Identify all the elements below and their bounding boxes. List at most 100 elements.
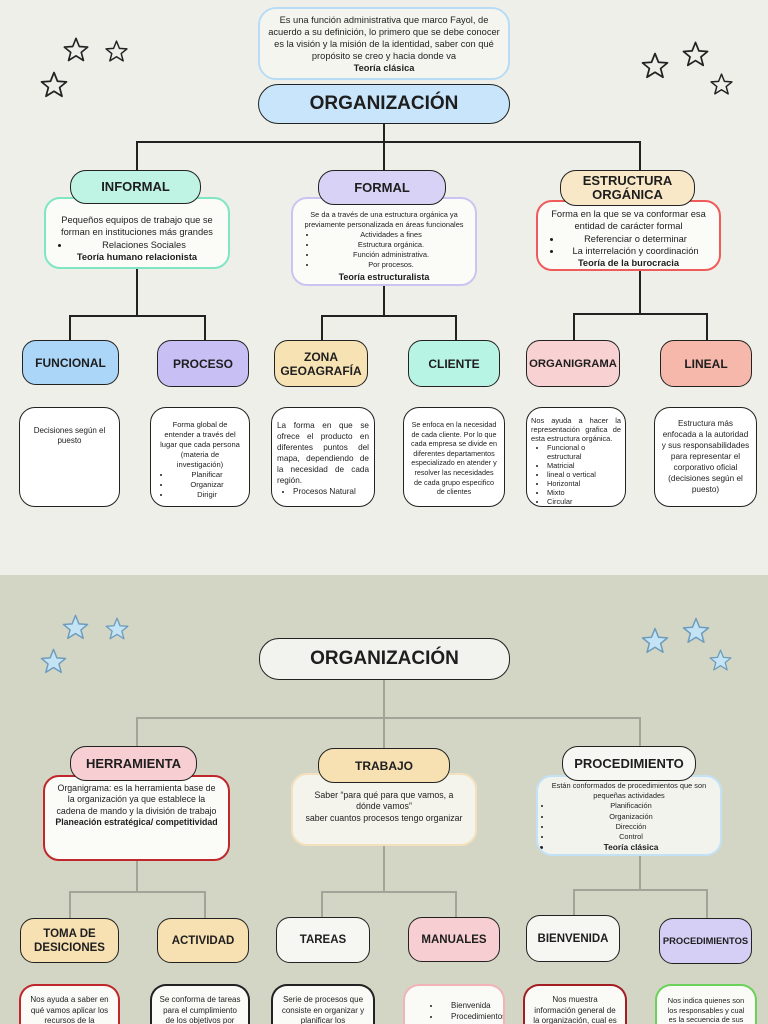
star-blue-icon: [40, 648, 67, 674]
intro-theory: Teoría clásica: [353, 63, 415, 73]
manuales-bullets: Bienvenida Procedimientos: [411, 995, 503, 1023]
star-outline-icon: [63, 37, 89, 62]
connector-line: [639, 270, 641, 314]
actividad-description-box: Se conforma de tareas para el cumplimien…: [150, 984, 250, 1024]
zona-description-box: La forma en que se ofrece el producto en…: [271, 407, 375, 507]
connector-line: [383, 845, 385, 892]
connector-line: [455, 891, 457, 918]
connector-line: [383, 124, 385, 142]
list-item: Por procesos.: [317, 260, 465, 270]
connector-line: [136, 141, 138, 171]
herramienta-bold: Planeación estratégica/ competitividad: [55, 817, 218, 828]
trabajo-text: Saber “para qué para que vamos, a dónde …: [314, 790, 454, 812]
procedimiento-description-box: Están conformados de procedimientos que …: [536, 775, 722, 856]
list-item: Función administrativa.: [317, 250, 465, 260]
star-blue-icon: [682, 617, 710, 643]
informal-description-box: Pequeños equipos de trabajo que se forma…: [44, 197, 230, 269]
lineal-description-box: Estructura más enfocada a la autoridad y…: [654, 407, 757, 507]
star-blue-icon: [62, 614, 89, 640]
connector-line: [136, 268, 138, 317]
list-item: Planificar: [171, 470, 243, 480]
connector-line: [383, 717, 385, 749]
herramienta-description-box: Organigrama: es la herramienta base de l…: [43, 775, 230, 861]
list-item: Dirigir: [171, 490, 243, 500]
manuales-description-box: Bienvenida Procedimientos: [403, 984, 505, 1024]
organigrama-text: Nos ayuda a hacer la representación graf…: [531, 416, 621, 443]
connector-line: [136, 717, 138, 747]
star-outline-icon: [682, 41, 709, 67]
estructura-theory: Teoría de la burocracia: [577, 258, 680, 269]
herramienta-text: Organigrama: es la herramienta base de l…: [56, 783, 217, 816]
informal-theory: Teoría humano relacionista: [76, 251, 198, 262]
connector-line: [639, 141, 641, 171]
node-herramienta: HERRAMIENTA: [70, 746, 197, 781]
connector-line: [455, 315, 457, 341]
list-item: Horizontal: [547, 479, 621, 488]
proceso-description-box: Forma global de entender a través del lu…: [150, 407, 250, 507]
node-cliente: CLIENTE: [408, 340, 500, 387]
cliente-text: Se enfoca en la necesidad de cada client…: [411, 420, 497, 497]
intro-definition-box: Es una función administrativa que marco …: [258, 7, 510, 80]
procedimiento-bullets: Planificación Organización Dirección Con…: [548, 801, 710, 852]
list-item: Estructura orgánica.: [317, 240, 465, 250]
trabajo-text-2: saber cuantos procesos tengo organizar: [305, 812, 463, 823]
bienvenida-text: Nos muestra información general de la or…: [533, 995, 617, 1024]
zona-text: La forma en que se ofrece el producto en…: [277, 421, 369, 485]
estructura-description-box: Forma en la que se va conformar esa enti…: [536, 200, 721, 271]
connector-line: [383, 285, 385, 316]
star-blue-icon: [709, 649, 732, 671]
list-item: Matricial: [547, 461, 621, 470]
connector-line: [136, 860, 138, 892]
list-item: Bienvenida: [441, 1001, 497, 1012]
star-outline-icon: [105, 40, 128, 62]
connector-line: [69, 315, 71, 341]
organigrama-description-box: Nos ayuda a hacer la representación graf…: [526, 407, 626, 507]
node-bienvenida: BIENVENIDA: [526, 915, 620, 962]
proceso-bullets: Planificar Organizar Dirigir: [157, 470, 243, 500]
star-outline-icon: [641, 52, 669, 79]
lineal-text: Estructura más enfocada a la autoridad y…: [661, 419, 750, 494]
connector-line: [574, 889, 708, 891]
list-item: Organizar: [171, 480, 243, 490]
connector-line: [706, 889, 708, 918]
connector-line: [383, 680, 385, 718]
list-item: Procedimientos: [441, 1012, 503, 1023]
zona-bullets: Procesos Natural: [277, 486, 369, 497]
formal-description-box: Se da a través de una estructura orgánic…: [291, 197, 477, 286]
node-zona-geografia: ZONA GEOAGRAFÍA: [274, 340, 368, 387]
node-informal: INFORMAL: [70, 170, 201, 204]
star-outline-icon: [40, 71, 68, 98]
informal-bullets: Relaciones Sociales: [56, 239, 218, 251]
estructura-text: Forma en la que se va conformar esa enti…: [551, 209, 706, 232]
connector-line: [321, 891, 323, 918]
connector-line: [322, 315, 457, 317]
connector-line: [137, 141, 641, 143]
list-item: Dirección: [552, 822, 710, 832]
cliente-description-box: Se enfoca en la necesidad de cada client…: [403, 407, 505, 507]
connector-line: [573, 313, 575, 341]
estructura-bullets: Referenciar o determinar La interrelació…: [548, 233, 709, 258]
formal-bullets: Actividades a fines Estructura orgánica.…: [303, 230, 465, 270]
list-item: Procesos Natural: [293, 486, 369, 497]
list-item: Planificación: [552, 801, 710, 811]
node-manuales: MANUALES: [408, 917, 500, 962]
connector-line: [69, 891, 71, 919]
node-formal: FORMAL: [318, 170, 446, 205]
list-item: Circular: [547, 497, 621, 506]
connector-line: [322, 891, 457, 893]
star-blue-icon: [105, 617, 129, 640]
node-actividad: ACTIVIDAD: [157, 918, 249, 963]
actividad-text: Se conforma de tareas para el cumplimien…: [159, 995, 241, 1024]
list-item: La interrelación y coordinación: [562, 245, 709, 257]
node-toma-de-desiciones: TOMA DE DESICIONES: [20, 918, 119, 963]
node-procedimiento: PROCEDIMIENTO: [562, 746, 696, 781]
node-funcional: FUNCIONAL: [22, 340, 119, 385]
intro-text: Es una función administrativa que marco …: [268, 15, 500, 61]
star-blue-icon: [641, 627, 669, 653]
connector-line: [573, 889, 575, 916]
organigrama-bullets: Funcional o estructural Matricial lineal…: [531, 443, 621, 506]
procedimientos-description-box: Nos indica quienes son los responsables …: [655, 984, 757, 1024]
toma-description-box: Nos ayuda a saber en qué vamos aplicar l…: [19, 984, 120, 1024]
formal-theory: Teoría estructuralista: [338, 272, 430, 282]
node-trabajo: TRABAJO: [318, 748, 450, 783]
